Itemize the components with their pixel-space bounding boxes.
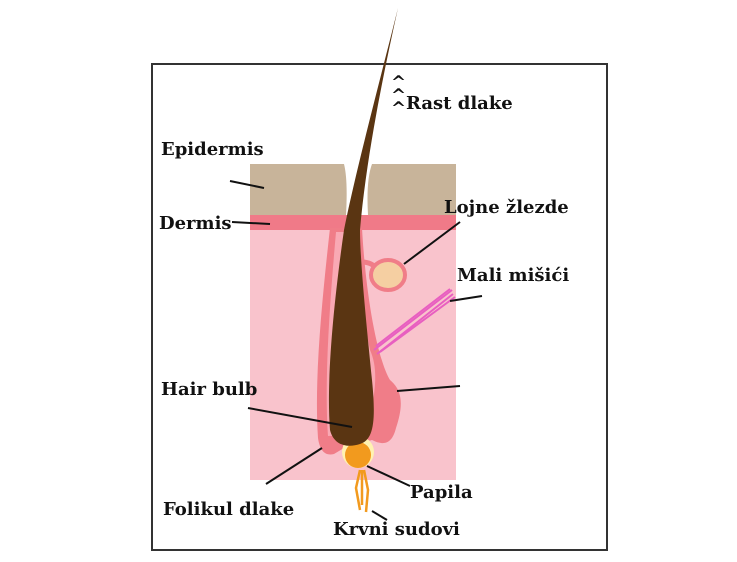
leader-epidermis <box>229 180 265 189</box>
epidermis-layer <box>250 164 456 215</box>
dermal-papilla <box>345 442 371 468</box>
label-sebaceous: Lojne žlezde <box>444 197 569 218</box>
leader-dermis <box>231 221 271 225</box>
leader-follicle-wall <box>396 385 461 392</box>
leader-sebaceous <box>403 221 461 265</box>
growth-arrow-icon: ^ <box>391 98 406 119</box>
label-growth: Rast dlake <box>406 93 513 114</box>
leader-follicle <box>265 447 323 485</box>
arrector-muscle <box>373 288 456 355</box>
hair-shaft <box>328 8 398 446</box>
label-vessels: Krvni sudovi <box>333 519 460 540</box>
leader-hair-bulb <box>247 407 353 428</box>
label-follicle: Folikul dlake <box>163 499 294 520</box>
label-epidermis: Epidermis <box>161 139 264 160</box>
label-hair-bulb: Hair bulb <box>161 379 257 400</box>
blood-vessels <box>354 469 370 513</box>
label-muscles: Mali mišići <box>457 265 569 286</box>
sebaceous-gland <box>369 258 407 292</box>
growth-arrow-icon: ^ <box>391 72 406 93</box>
leader-muscles <box>449 295 483 302</box>
leader-papilla <box>366 465 411 487</box>
leader-vessels <box>371 510 388 521</box>
label-dermis: Dermis <box>159 213 232 234</box>
growth-arrow-icon: ^ <box>391 85 406 106</box>
label-papilla: Papila <box>410 482 473 503</box>
